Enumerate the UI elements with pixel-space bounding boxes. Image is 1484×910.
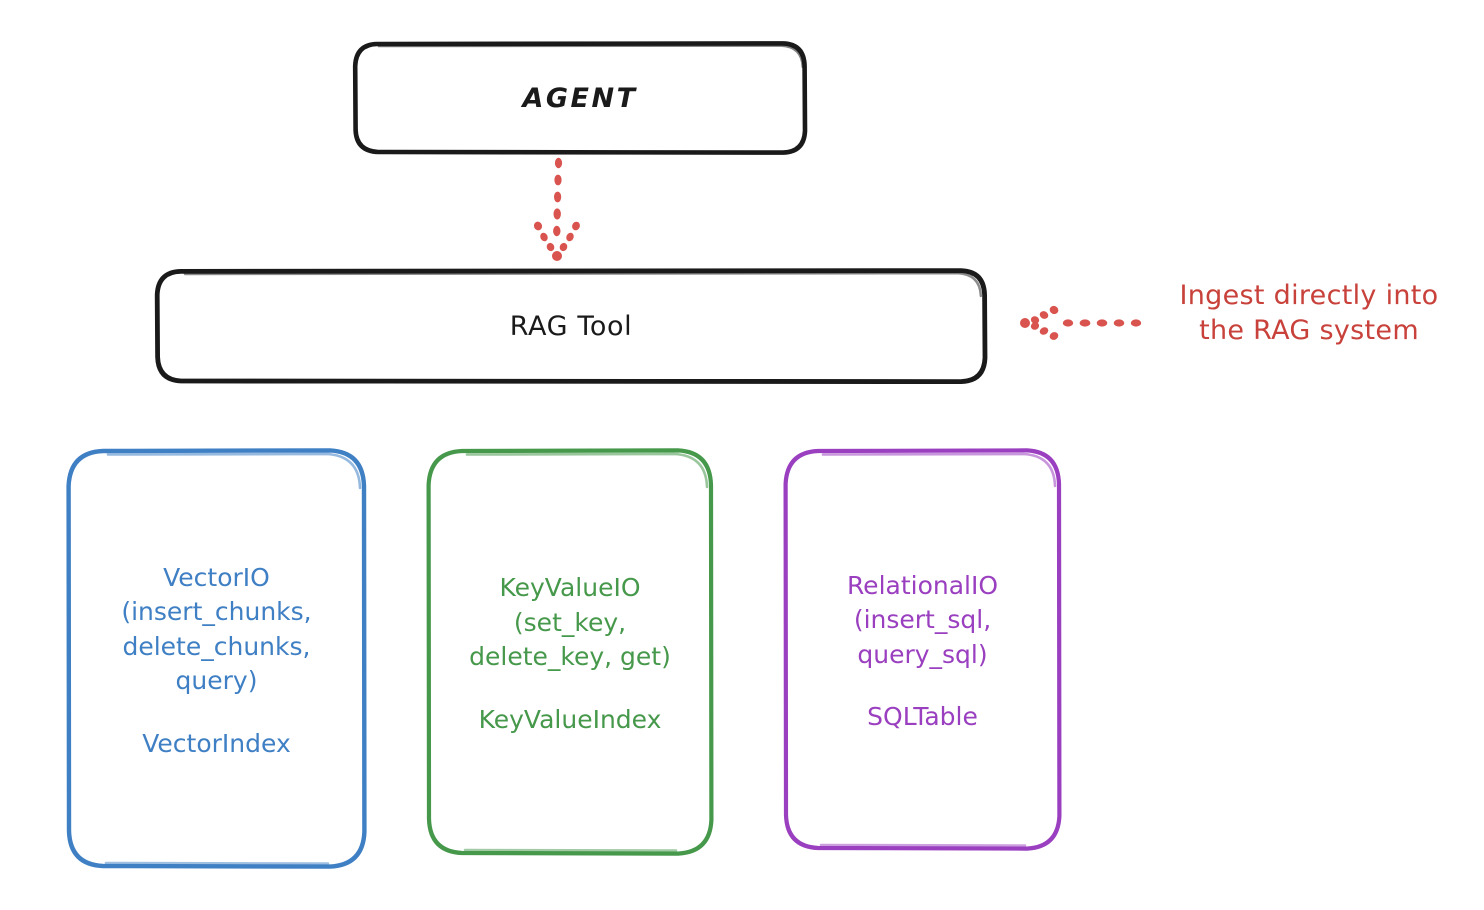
- node-relational-io[interactable]: RelationalIO (insert_sql, query_sql) SQL…: [783, 448, 1062, 852]
- node-rag-tool[interactable]: RAG Tool: [154, 268, 988, 384]
- node-vector-io[interactable]: VectorIO (insert_chunks, delete_chunks, …: [66, 448, 367, 870]
- key-value-io-label: KeyValueIO (set_key, delete_key, get): [469, 573, 671, 672]
- agent-label: AGENT: [522, 82, 638, 114]
- relational-io-secondary-label: SQLTable: [867, 702, 978, 732]
- key-value-io-secondary-label: KeyValueIndex: [478, 704, 662, 734]
- node-key-value-io[interactable]: KeyValueIO (set_key, delete_key, get) Ke…: [426, 448, 714, 857]
- relational-io-label: RelationalIO (insert_sql, query_sql): [846, 570, 999, 669]
- connector-ingest-to-rag-tool: [1020, 305, 1142, 340]
- vector-io-label: VectorIO (insert_chunks, delete_chunks, …: [121, 562, 312, 696]
- node-agent[interactable]: AGENT: [352, 41, 808, 155]
- connector-agent-to-rag-tool: [533, 157, 580, 261]
- annotation-ingest: Ingest directly into the RAG system: [1179, 280, 1439, 347]
- rag-tool-label: RAG Tool: [509, 310, 633, 342]
- vector-io-secondary-label: VectorIndex: [142, 728, 291, 758]
